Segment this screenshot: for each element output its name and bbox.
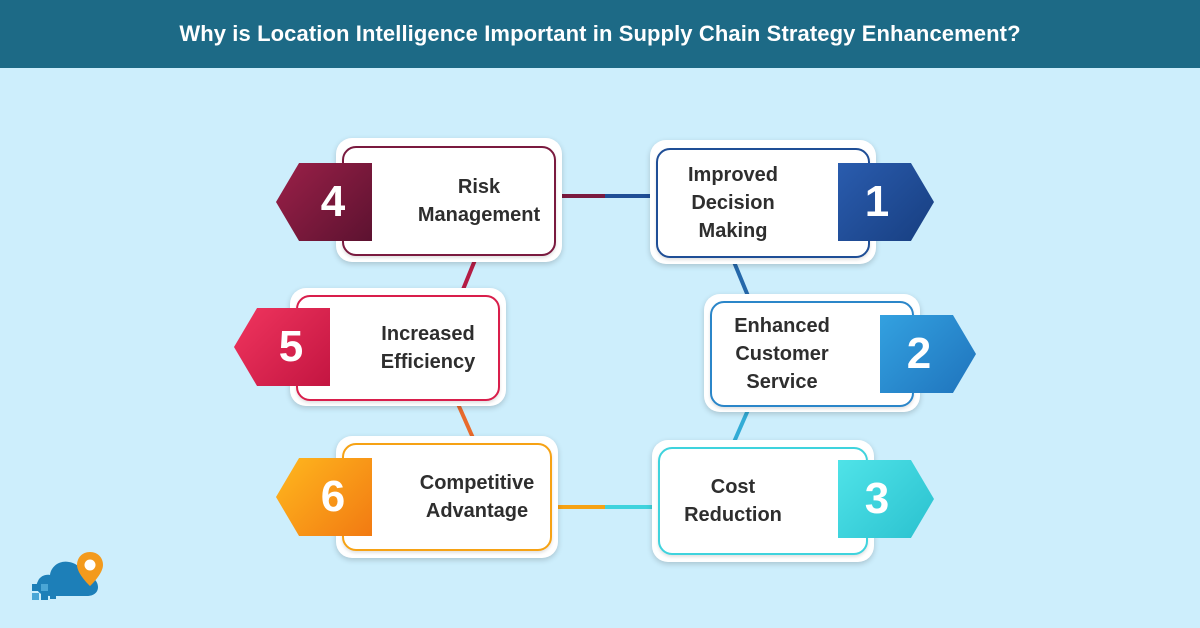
card-label: Cost Reduction bbox=[684, 476, 782, 526]
badge-4: 4 bbox=[276, 163, 372, 241]
card-label: Increased Efficiency bbox=[380, 323, 476, 373]
card-competitive-advantage: Competitive Advantage bbox=[342, 443, 552, 551]
card-label: Risk Management bbox=[417, 176, 541, 226]
card-increased-efficiency: Increased Efficiency bbox=[296, 295, 500, 401]
page-title: Why is Location Intelligence Important i… bbox=[179, 21, 1021, 46]
header-banner: Why is Location Intelligence Important i… bbox=[0, 0, 1200, 68]
card-label: Enhanced Customer Service bbox=[734, 315, 830, 393]
card-label: Competitive Advantage bbox=[419, 472, 535, 522]
card-improved-decision-making: Improved Decision Making bbox=[656, 148, 870, 258]
badge-1: 1 bbox=[838, 163, 934, 241]
connector-4-5 bbox=[460, 259, 477, 293]
card-label: Improved Decision Making bbox=[687, 164, 779, 242]
badge-2: 2 bbox=[880, 315, 976, 393]
card-risk-management: Risk Management bbox=[342, 146, 556, 256]
connector-1-2 bbox=[732, 261, 750, 297]
connector-5-6 bbox=[456, 403, 475, 439]
connector-2-3 bbox=[732, 409, 750, 443]
card-cost-reduction: Cost Reduction bbox=[658, 447, 868, 555]
badge-6: 6 bbox=[276, 458, 372, 536]
badge-3: 3 bbox=[838, 460, 934, 538]
cloud-location-pin-icon bbox=[32, 552, 103, 600]
badge-5: 5 bbox=[234, 308, 330, 386]
